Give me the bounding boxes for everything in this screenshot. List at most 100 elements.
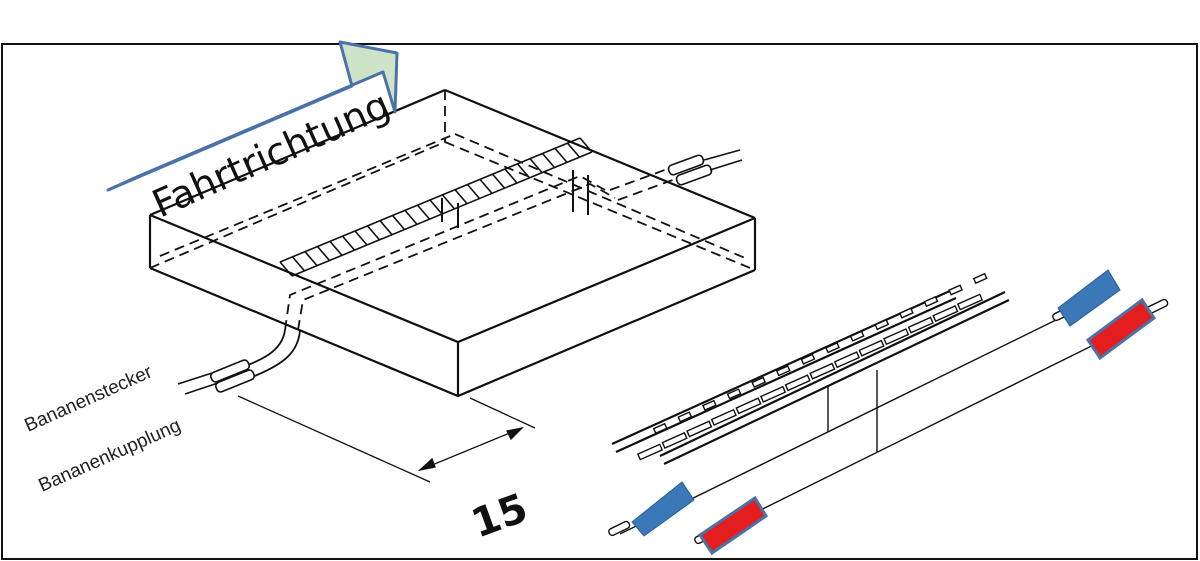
track-sleeper [759,385,787,403]
direction-arrow-label: Fahrtrichtung [146,82,396,226]
track-rails [611,288,1010,465]
track-clip [702,399,717,412]
slab-hidden-cable-4 [617,177,679,201]
track-sleeper [809,362,836,380]
embedded-rail-ties [279,137,593,277]
track-clip [825,342,840,354]
embedded-rail-tie [279,261,293,277]
measuring-wire-2 [699,317,1149,541]
track-sleeper [686,420,713,438]
track-clip [874,318,890,331]
embedded-rail-tie [479,178,493,194]
slab-block [148,88,757,398]
dimension-extension-right [469,397,536,429]
embedded-rail-tie [541,152,556,169]
embedded-rail-tie [466,183,481,200]
embedded-rail-tie [341,235,356,251]
track-clip [726,388,742,400]
slab-hidden-cable-2 [297,183,616,331]
embedded-rail [279,137,593,277]
slab-top-edge-front [149,213,756,344]
rail-1-top [611,288,953,446]
banana-plugs-back [667,149,743,186]
track-clip [898,307,914,319]
banana-plug-body-1 [209,359,251,383]
track-sleeper [956,293,984,311]
track-sleeper [907,316,934,334]
direction-arrow-shape [106,40,399,192]
diagram-frame [1,43,1198,560]
red-connector-right [1085,297,1157,361]
embedded-rail-tie [391,214,406,231]
dimension-line [237,395,536,483]
banana-coupling-label: Bananenkupplung [35,415,183,496]
slab-hidden-cable-1 [284,175,606,331]
red-connector-left [697,495,769,556]
track-clip [677,411,693,423]
measuring-wires [619,317,1149,541]
embedded-rail-tie [416,204,431,220]
slab-hidden-cable-3 [609,167,671,191]
rail-2-bottom [663,299,1010,465]
track-sleeper [858,339,885,357]
embedded-rail-tie [291,256,306,272]
banana-plug-pin-2 [184,382,219,395]
embedded-rail-tie [366,225,381,241]
track-clip [751,376,767,388]
blue-connector-left [631,481,695,537]
slab-bottom-edge [149,266,756,398]
embedded-rail-tie [429,199,443,215]
slab-hidden-lines [149,90,756,331]
rail-2-top [659,291,1006,457]
embedded-rail-tie [529,158,543,174]
embedded-rail-tie [491,173,506,189]
dimension-value: 15 [466,485,534,547]
blue-connector-right [1057,269,1121,327]
embedded-rail-tie [504,168,518,184]
banana-plug-body-2 [214,369,256,393]
dimension-arrowhead-left [417,457,436,472]
track-sleeper [710,408,737,426]
track-clip [652,422,668,435]
slab-top-edge-right [444,88,756,220]
track-clip [972,272,988,285]
banana-plug-pin-1 [177,372,213,385]
embedded-rail-tie [379,220,393,236]
track-sleeper [636,443,664,461]
banana-plugs-front [177,359,256,395]
embedded-risers [441,170,589,228]
slab-hidden-back-left [149,141,446,269]
embedded-rail-tie [566,142,581,158]
embedded-rail-tie [516,163,531,179]
embedded-rail-tie [354,230,368,246]
embedded-rail-tie [404,209,418,225]
track-clip [849,330,865,342]
banana-plug-label: Bananenstecker [21,361,156,436]
track-sleeper [735,397,762,415]
slab-hidden-back-right [444,141,756,271]
track-sleeper [661,431,688,450]
banana-coupling-pin-1 [703,149,741,161]
track-sleepers [636,272,988,461]
dimension-measure-line [419,427,523,471]
embedded-rail-tie [454,189,468,205]
track-clip [923,295,939,308]
track-sleeper [883,328,910,346]
rail-1-bottom [615,296,957,454]
banana-coupling-body-1 [667,154,705,176]
slab-hidden-inner-left [159,133,456,257]
measuring-wire-1 [619,317,1061,535]
track-clip [948,284,964,296]
track-clip [800,353,816,365]
embedded-rail-tie [316,245,331,262]
embedded-rail-tie [579,137,593,153]
embedded-rail-tie [554,147,568,163]
embedded-rail-tie [441,194,456,210]
slab-hidden-inner-right [454,133,746,259]
track-sleeper [784,374,811,392]
banana-coupling-body-2 [675,164,713,186]
embedded-rail-tie [329,240,343,256]
wire-end-left-1 [608,520,631,537]
dimension-arrowhead-right [506,426,524,441]
